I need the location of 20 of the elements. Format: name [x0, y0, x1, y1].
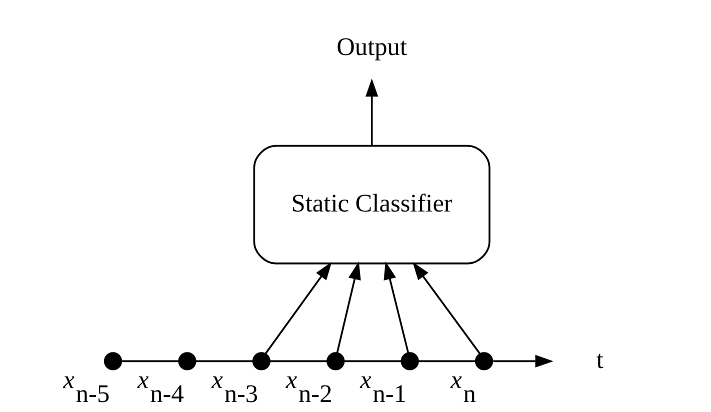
- arrow: [365, 78, 378, 145]
- arrow: [383, 261, 409, 354]
- connector: [270, 360, 327, 362]
- node-circle: [252, 352, 270, 370]
- connector: [121, 360, 179, 362]
- node-circle: [326, 352, 344, 370]
- arrow: [412, 262, 480, 354]
- node-circle: [178, 352, 196, 370]
- connector: [344, 360, 402, 362]
- connector: [418, 360, 476, 362]
- node-circle: [400, 352, 418, 370]
- node-text: Output: [336, 32, 407, 61]
- node-box: Static Classifier: [252, 144, 490, 264]
- arrow: [492, 354, 553, 368]
- node-circle: [103, 352, 122, 370]
- arrow: [336, 261, 360, 354]
- connector: [195, 360, 253, 362]
- node-circle: [474, 352, 493, 370]
- arrow: [264, 262, 332, 354]
- node-text: t: [596, 346, 603, 374]
